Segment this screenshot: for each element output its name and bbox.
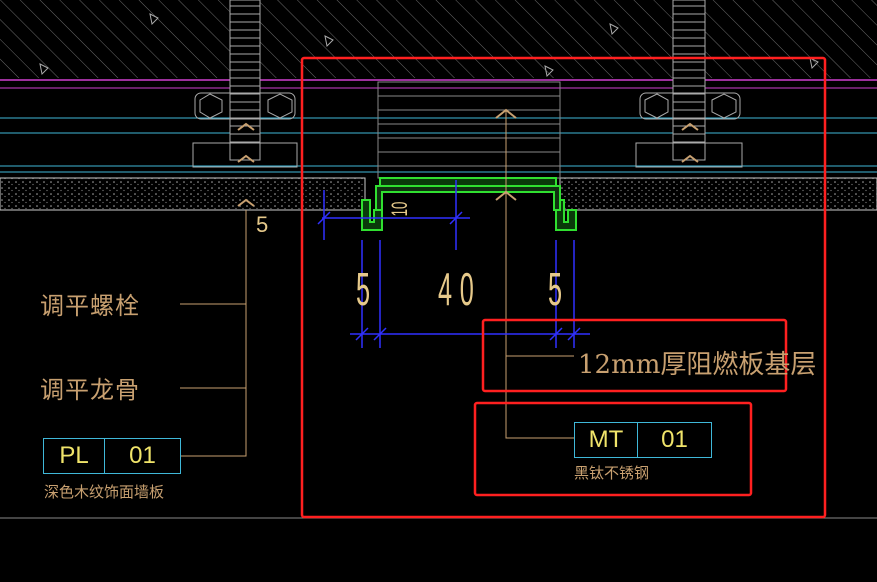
- material-tag-pl: PL 01: [43, 438, 181, 474]
- dimension-gap: 10: [387, 201, 413, 217]
- concrete-triangle-marks: [39, 13, 819, 78]
- tag-mt-num: 01: [661, 426, 688, 453]
- substrate-board-right: [559, 177, 877, 211]
- substrate-board: [0, 177, 366, 211]
- tag-pl-num: 01: [129, 442, 156, 469]
- dimension-right: 5: [548, 263, 563, 315]
- dimension-lines: [317, 180, 590, 348]
- label-leveling-bolt: 调平螺栓: [40, 292, 140, 320]
- keel-block: [377, 81, 561, 179]
- material-tag-mt: MT 01: [574, 422, 712, 458]
- label-panel-caption: 深色木纹饰面墙板: [44, 483, 165, 501]
- dimension-side: 5: [256, 212, 268, 237]
- leveling-bolt-left: [192, 0, 298, 168]
- dimension-middle: 40: [438, 263, 482, 315]
- label-board-note: 12mm厚阻燃板基层: [578, 350, 817, 380]
- concrete-slab-hatch: [0, 0, 877, 78]
- leveling-bolt-right: [635, 0, 743, 168]
- highlight-steel-tag: [473, 401, 753, 497]
- tag-mt-code: MT: [575, 423, 638, 457]
- tag-pl-code: PL: [44, 439, 105, 473]
- label-leveling-keel: 调平龙骨: [40, 376, 140, 404]
- highlight-board-note: [481, 318, 788, 393]
- label-steel-caption: 黑钛不锈钢: [574, 464, 650, 482]
- leader-lines: [180, 110, 574, 457]
- dimension-left: 5: [356, 263, 371, 315]
- highlight-main: [300, 56, 827, 519]
